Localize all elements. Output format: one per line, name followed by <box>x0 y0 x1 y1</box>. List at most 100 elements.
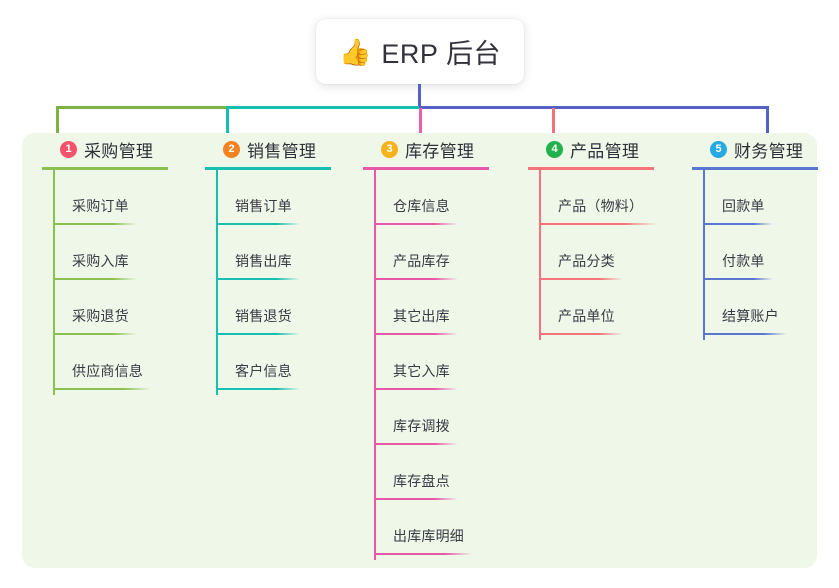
list-item-rule <box>539 333 623 335</box>
column-header-4[interactable]: 4 产品管理 <box>528 133 698 165</box>
column-2: 2 销售管理销售订单销售出库销售退货客户信息 <box>205 133 355 395</box>
list-item-rule <box>374 498 458 500</box>
column-1: 1 采购管理采购订单采购入库采购退货供应商信息 <box>42 133 192 395</box>
column-header-rule <box>42 167 168 170</box>
bus-segment-green <box>56 106 226 109</box>
column-items: 仓库信息产品库存其它出库其它入库库存调拨库存盘点出库库明细 <box>363 170 523 560</box>
list-item[interactable]: 库存调拨 <box>363 390 523 445</box>
column-header-1[interactable]: 1 采购管理 <box>42 133 192 165</box>
list-item-label: 销售出库 <box>235 253 292 269</box>
list-item-label: 供应商信息 <box>72 363 143 379</box>
list-item-rule <box>703 278 773 280</box>
column-title: 财务管理 <box>734 141 804 161</box>
list-item-label: 产品分类 <box>558 253 615 269</box>
column-spine <box>216 170 218 395</box>
list-item-label: 库存调拨 <box>393 418 450 434</box>
list-item[interactable]: 出库库明细 <box>363 500 523 555</box>
list-item-rule <box>53 388 151 390</box>
list-item-label: 销售订单 <box>235 198 292 214</box>
column-title: 采购管理 <box>84 141 154 161</box>
list-item-label: 销售退货 <box>235 308 292 324</box>
list-item[interactable]: 客户信息 <box>205 335 355 390</box>
list-item-label: 库存盘点 <box>393 473 450 489</box>
list-item[interactable]: 采购退货 <box>42 280 192 335</box>
column-items: 产品（物料） 产品分类产品单位 <box>528 170 698 340</box>
column-header-rule <box>692 167 818 170</box>
column-header-5[interactable]: 5 财务管理 <box>692 133 839 165</box>
list-item[interactable]: 产品（物料） <box>528 170 698 225</box>
list-item-rule <box>374 333 458 335</box>
column-title: 产品管理 <box>570 141 640 161</box>
column-spine <box>374 170 376 560</box>
list-item-label: 采购退货 <box>72 308 129 324</box>
drop-sales <box>226 108 229 141</box>
list-item-label: 其它出库 <box>393 308 450 324</box>
list-item[interactable]: 其它出库 <box>363 280 523 335</box>
list-item-rule <box>216 333 300 335</box>
list-item-rule <box>374 388 458 390</box>
column-spine <box>53 170 55 395</box>
drop-inventory <box>419 108 422 141</box>
list-item[interactable]: 产品分类 <box>528 225 698 280</box>
drop-purchase <box>56 108 59 141</box>
bus-segment-teal <box>226 106 419 109</box>
list-item-label: 其它入库 <box>393 363 450 379</box>
list-item-label: 采购入库 <box>72 253 129 269</box>
list-item-rule <box>539 223 657 225</box>
list-item[interactable]: 销售出库 <box>205 225 355 280</box>
list-item-rule <box>216 278 300 280</box>
column-5: 5 财务管理回款单付款单结算账户 <box>692 133 839 340</box>
list-item-rule <box>53 333 137 335</box>
list-item[interactable]: 其它入库 <box>363 335 523 390</box>
column-header-rule <box>363 167 489 170</box>
list-item-rule <box>703 223 773 225</box>
page-title: ERP 后台 <box>381 39 501 69</box>
column-4: 4 产品管理产品（物料） 产品分类产品单位 <box>528 133 698 340</box>
list-item-rule <box>374 278 458 280</box>
list-item-label: 采购订单 <box>72 198 129 214</box>
list-item[interactable]: 结算账户 <box>692 280 839 335</box>
list-item-label: 产品单位 <box>558 308 615 324</box>
list-item-rule <box>374 553 472 555</box>
list-item[interactable]: 销售订单 <box>205 170 355 225</box>
list-item-label: 回款单 <box>722 198 765 214</box>
drop-finance <box>766 108 769 141</box>
mindmap-panel: 1 采购管理采购订单采购入库采购退货供应商信息 2 销售管理销售订单销售出库销售退货客… <box>22 133 818 568</box>
column-title: 销售管理 <box>247 141 317 161</box>
number-badge-icon: 5 <box>710 140 727 158</box>
list-item-rule <box>216 388 300 390</box>
list-item[interactable]: 库存盘点 <box>363 445 523 500</box>
root-title-card[interactable]: 👍 ERP 后台 <box>316 19 524 84</box>
list-item-label: 出库库明细 <box>393 528 464 544</box>
list-item-label: 付款单 <box>722 253 765 269</box>
number-badge-icon: 1 <box>60 140 77 158</box>
bus-segment-blue <box>419 106 769 109</box>
list-item-rule <box>53 278 137 280</box>
list-item-rule <box>539 278 623 280</box>
column-spine <box>703 170 705 340</box>
list-item[interactable]: 采购订单 <box>42 170 192 225</box>
list-item[interactable]: 仓库信息 <box>363 170 523 225</box>
list-item[interactable]: 付款单 <box>692 225 839 280</box>
list-item-rule <box>216 223 300 225</box>
list-item-rule <box>703 333 787 335</box>
column-items: 采购订单采购入库采购退货供应商信息 <box>42 170 192 395</box>
column-header-rule <box>205 167 331 170</box>
list-item[interactable]: 产品库存 <box>363 225 523 280</box>
column-spine <box>539 170 541 340</box>
number-badge-icon: 4 <box>546 140 563 158</box>
list-item[interactable]: 采购入库 <box>42 225 192 280</box>
column-items: 销售订单销售出库销售退货客户信息 <box>205 170 355 395</box>
list-item[interactable]: 产品单位 <box>528 280 698 335</box>
list-item-label: 产品库存 <box>393 253 450 269</box>
list-item[interactable]: 销售退货 <box>205 280 355 335</box>
number-badge-icon: 2 <box>223 140 240 158</box>
list-item-rule <box>374 443 458 445</box>
column-header-2[interactable]: 2 销售管理 <box>205 133 355 165</box>
thumbs-up-icon: 👍 <box>339 36 372 67</box>
column-items: 回款单付款单结算账户 <box>692 170 839 340</box>
list-item[interactable]: 供应商信息 <box>42 335 192 390</box>
list-item[interactable]: 回款单 <box>692 170 839 225</box>
